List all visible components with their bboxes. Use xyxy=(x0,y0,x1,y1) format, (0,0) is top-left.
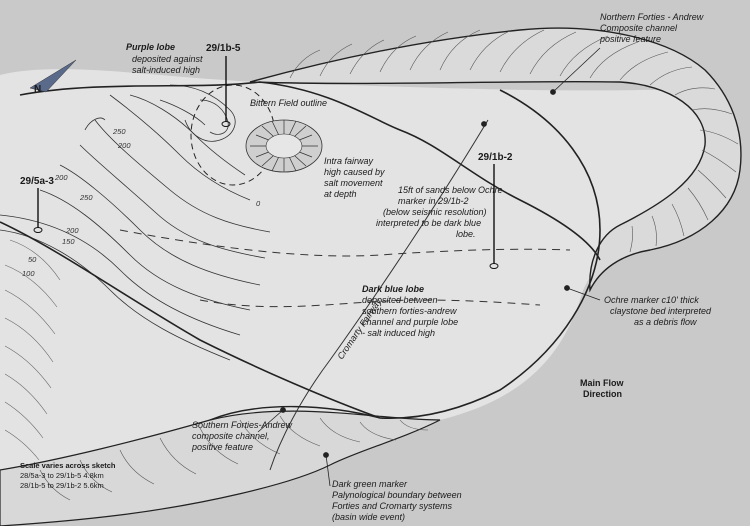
well-29-1b-5 xyxy=(221,56,231,127)
upper-boundary-line xyxy=(19,81,601,261)
main-flow-text-1: Main Flow xyxy=(580,378,624,388)
sands-text-5: lobe. xyxy=(456,229,476,239)
intra-fairway-high xyxy=(245,119,323,173)
ochre-marker-curve xyxy=(379,89,601,420)
well-label-29-5a-3: 29/5a-3 xyxy=(20,176,54,187)
intra-fairway-text-4: at depth xyxy=(324,189,357,199)
contour-label: 0 xyxy=(256,199,261,208)
contour-label: 200 xyxy=(65,226,79,235)
purple-lobe-text-1: deposited against xyxy=(132,54,203,64)
western-slope-hatching xyxy=(4,239,61,461)
contour-label: 150 xyxy=(62,237,75,246)
dark-green-marker-text-3: (basin wide event) xyxy=(332,512,405,522)
scale-title: Scale varies across sketch xyxy=(20,461,116,470)
dark-green-marker-line xyxy=(209,405,381,421)
main-flow-text-2: Direction xyxy=(583,389,622,399)
contour-label: 200 xyxy=(54,173,68,182)
north-arrow: N xyxy=(29,59,77,95)
dark-green-marker-title: Dark green marker xyxy=(332,479,408,489)
intra-fairway-text-2: high caused by xyxy=(324,167,385,177)
dark-blue-lobe-text-2: southern forties-andrew xyxy=(362,306,457,316)
dark-blue-lobe-text-4: - salt induced high xyxy=(362,328,435,338)
contour-label: 250 xyxy=(79,193,93,202)
southern-channel-text-3: positive feature xyxy=(191,442,253,452)
well-29-1b-2 xyxy=(489,164,499,269)
southern-channel-text-2: composite channel, xyxy=(192,431,270,441)
well-29-5a-3 xyxy=(33,188,43,233)
cromarty-fairway-line xyxy=(269,119,489,471)
dashed-line-upper xyxy=(119,229,571,257)
scale-text-2: 28/1b-5 to 29/1b-2 5.6km xyxy=(20,481,104,490)
dark-green-marker-text-2: Forties and Cromarty systems xyxy=(332,501,453,511)
north-label: N xyxy=(34,84,41,95)
dark-blue-lobe-title: Dark blue lobe xyxy=(362,284,424,294)
dark-blue-lobe-text-3: channel and purple lobe xyxy=(362,317,458,327)
ochre-marker-text-3: as a debris flow xyxy=(634,317,697,327)
southern-channel-band xyxy=(0,410,441,526)
dashed-line-lower xyxy=(199,299,541,308)
northern-channel-band xyxy=(249,27,742,293)
sands-text-2: marker in 29/1b-2 xyxy=(398,196,469,206)
southern-channel-text-1: Southern Forties-Andrew xyxy=(192,420,293,430)
contour-label: 200 xyxy=(117,141,131,150)
sands-text-1: 15ft of sands below Ochre xyxy=(398,185,503,195)
dark-blue-lobe-text-1: deposited between xyxy=(362,295,438,305)
dark-green-marker-text-1: Palynological boundary between xyxy=(332,490,462,500)
contour-lines xyxy=(0,84,271,361)
northern-channel-text-2: Composite channel xyxy=(600,23,678,33)
northern-channel-text-1: Northern Forties - Andrew xyxy=(600,12,704,22)
well-label-29-1b-2: 29/1b-2 xyxy=(478,152,513,163)
contour-label: 250 xyxy=(112,127,126,136)
intra-fairway-text-1: Intra fairway xyxy=(324,156,374,166)
ochre-marker-text-2: claystone bed interpreted xyxy=(610,306,712,316)
basin-surface xyxy=(0,69,742,515)
ochre-marker-text-1: Ochre marker c10' thick xyxy=(604,295,699,305)
leader-lines xyxy=(257,47,601,487)
sands-text-4: interpreted to be dark blue xyxy=(376,218,481,228)
purple-lobe-title: Purple lobe xyxy=(126,42,175,52)
intra-fairway-text-3: salt movement xyxy=(324,178,383,188)
contour-label: 100 xyxy=(22,269,35,278)
northern-hatching xyxy=(289,29,739,253)
bittern-field-label: Bittern Field outline xyxy=(250,98,327,108)
sands-text-3: (below seismic resolution) xyxy=(383,207,487,217)
scale-text-1: 28/5a-3 to 29/1b-5 4.8km xyxy=(20,471,104,480)
well-label-29-1b-5: 29/1b-5 xyxy=(206,43,241,54)
northern-channel-text-3: positive feature xyxy=(599,34,661,44)
lower-boundary-line xyxy=(0,221,381,419)
southern-hatching xyxy=(39,415,429,501)
purple-lobe-text-2: salt-induced high xyxy=(132,65,200,75)
contour-label: 50 xyxy=(28,255,37,264)
